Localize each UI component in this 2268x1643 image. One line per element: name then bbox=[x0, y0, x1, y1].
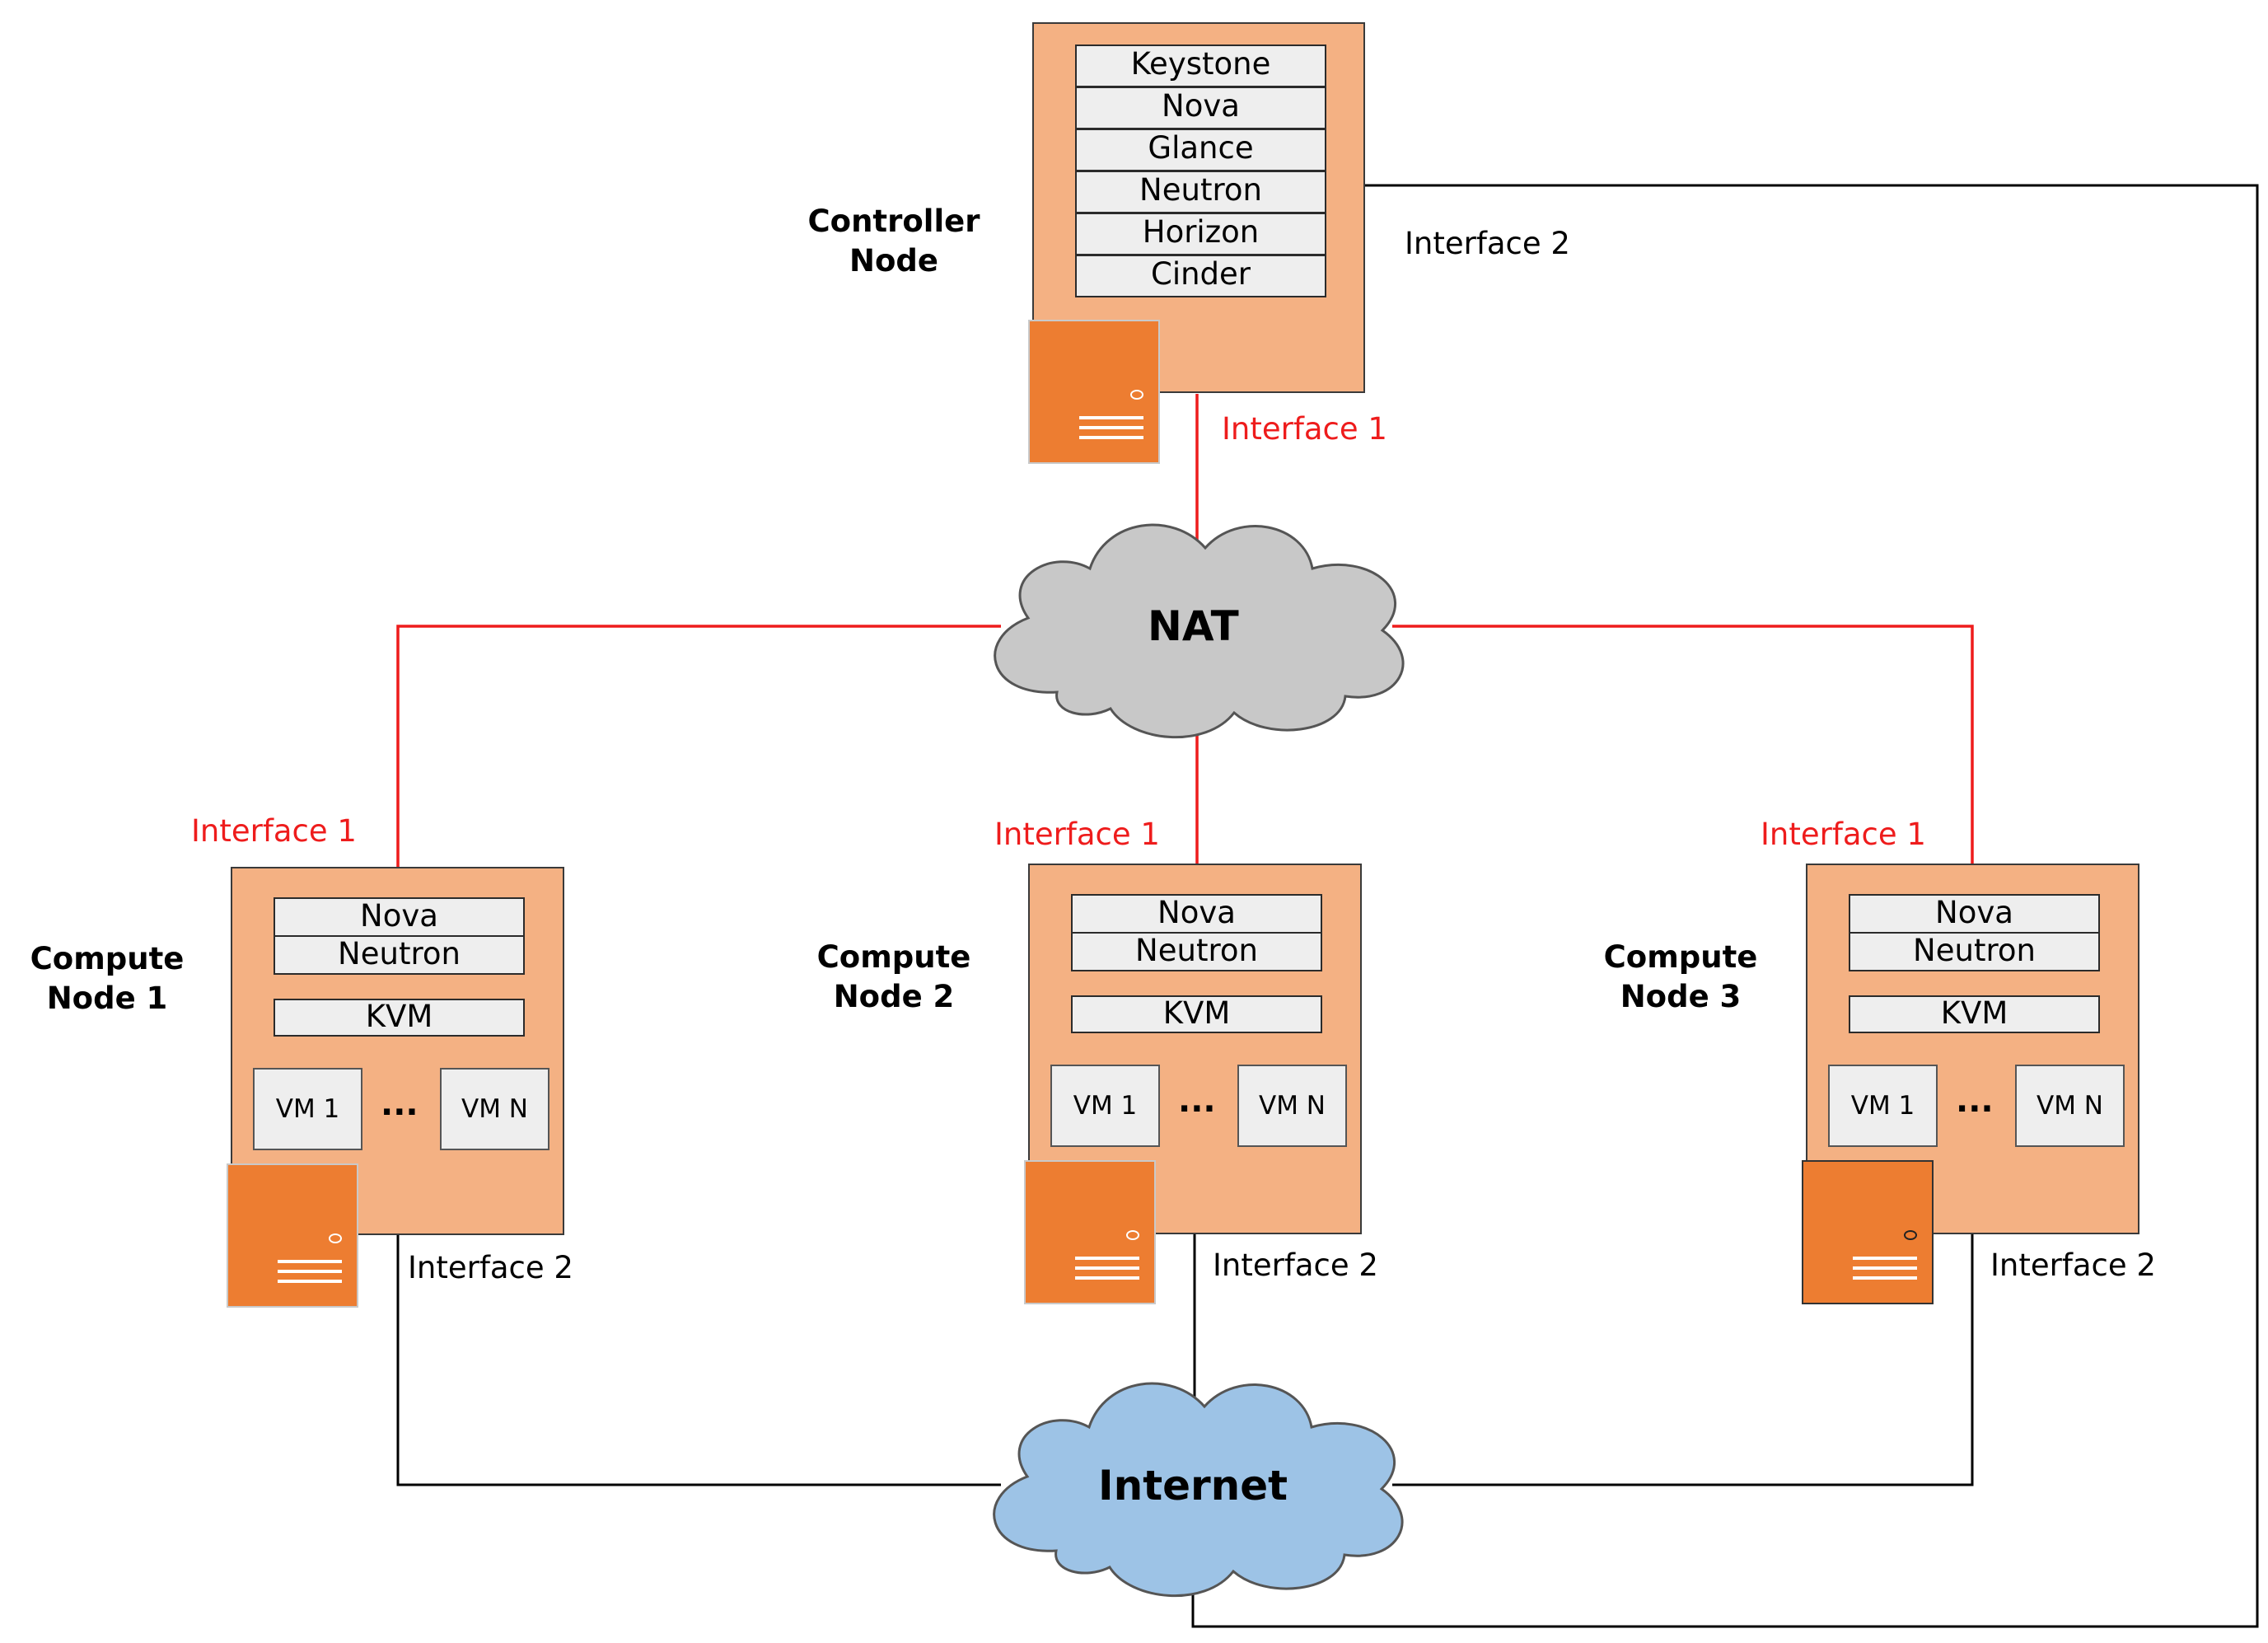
compute-node1-name: Compute Node 1 bbox=[30, 941, 185, 1016]
compute2-service-nova: Nova bbox=[1071, 894, 1322, 934]
controller-interface1-label: Interface 1 bbox=[1222, 411, 1387, 447]
compute1-vm-last[interactable]: VM N bbox=[440, 1068, 549, 1150]
compute2-service-neutron: Neutron bbox=[1071, 932, 1322, 971]
compute3-vm-last[interactable]: VM N bbox=[2015, 1065, 2125, 1147]
compute2-interface2-label: Interface 2 bbox=[1213, 1247, 1378, 1283]
compute3-interface2-label: Interface 2 bbox=[1990, 1247, 2156, 1283]
compute1-hypervisor-kvm: KVM bbox=[274, 999, 525, 1037]
compute2-vm-ellipsis: ... bbox=[1178, 1082, 1216, 1120]
compute1-vm-first[interactable]: VM 1 bbox=[253, 1068, 362, 1150]
compute1-interface2-label: Interface 2 bbox=[408, 1250, 573, 1285]
compute2-server-icon bbox=[1024, 1160, 1156, 1304]
compute2-vm-last[interactable]: VM N bbox=[1237, 1065, 1347, 1147]
compute3-vm-ellipsis: ... bbox=[1956, 1082, 1994, 1120]
link-controller-internet bbox=[1191, 184, 2259, 1628]
service-neutron: Neutron bbox=[1075, 171, 1326, 213]
internet-cloud bbox=[993, 1382, 1404, 1598]
compute3-vm-first[interactable]: VM 1 bbox=[1828, 1065, 1938, 1147]
controller-server-icon bbox=[1028, 320, 1160, 464]
compute2-hypervisor-kvm: KVM bbox=[1071, 995, 1322, 1033]
compute2-interface1-label: Interface 1 bbox=[994, 817, 1160, 852]
link-compute1-internet bbox=[396, 1234, 1001, 1486]
controller-interface2-label: Interface 2 bbox=[1405, 226, 1570, 261]
compute3-hypervisor-kvm: KVM bbox=[1849, 995, 2100, 1033]
link-compute3-internet bbox=[1392, 1233, 1974, 1486]
service-glance: Glance bbox=[1075, 129, 1326, 171]
compute-node3-name: Compute Node 3 bbox=[1603, 939, 1758, 1014]
service-keystone: Keystone bbox=[1075, 44, 1326, 87]
compute1-interface1-label: Interface 1 bbox=[191, 813, 357, 849]
compute1-server-icon bbox=[227, 1163, 358, 1308]
compute3-service-neutron: Neutron bbox=[1849, 932, 2100, 971]
service-cinder: Cinder bbox=[1075, 255, 1326, 297]
compute1-service-nova: Nova bbox=[274, 897, 525, 937]
compute1-service-neutron: Neutron bbox=[274, 935, 525, 975]
nat-cloud-label: NAT bbox=[1148, 602, 1239, 650]
link-nat-compute1 bbox=[396, 625, 1001, 867]
service-horizon: Horizon bbox=[1075, 213, 1326, 255]
compute3-service-nova: Nova bbox=[1849, 894, 2100, 934]
nat-cloud bbox=[994, 523, 1405, 739]
compute2-vm-first[interactable]: VM 1 bbox=[1050, 1065, 1160, 1147]
internet-cloud-label: Internet bbox=[1098, 1462, 1288, 1510]
compute-node2-name: Compute Node 2 bbox=[816, 939, 971, 1014]
link-nat-compute3 bbox=[1392, 625, 1974, 864]
controller-node-name: Controller Node bbox=[807, 204, 980, 279]
compute3-interface1-label: Interface 1 bbox=[1761, 817, 1926, 852]
compute3-server-icon bbox=[1802, 1160, 1934, 1304]
compute1-vm-ellipsis: ... bbox=[381, 1085, 419, 1123]
service-nova: Nova bbox=[1075, 87, 1326, 129]
